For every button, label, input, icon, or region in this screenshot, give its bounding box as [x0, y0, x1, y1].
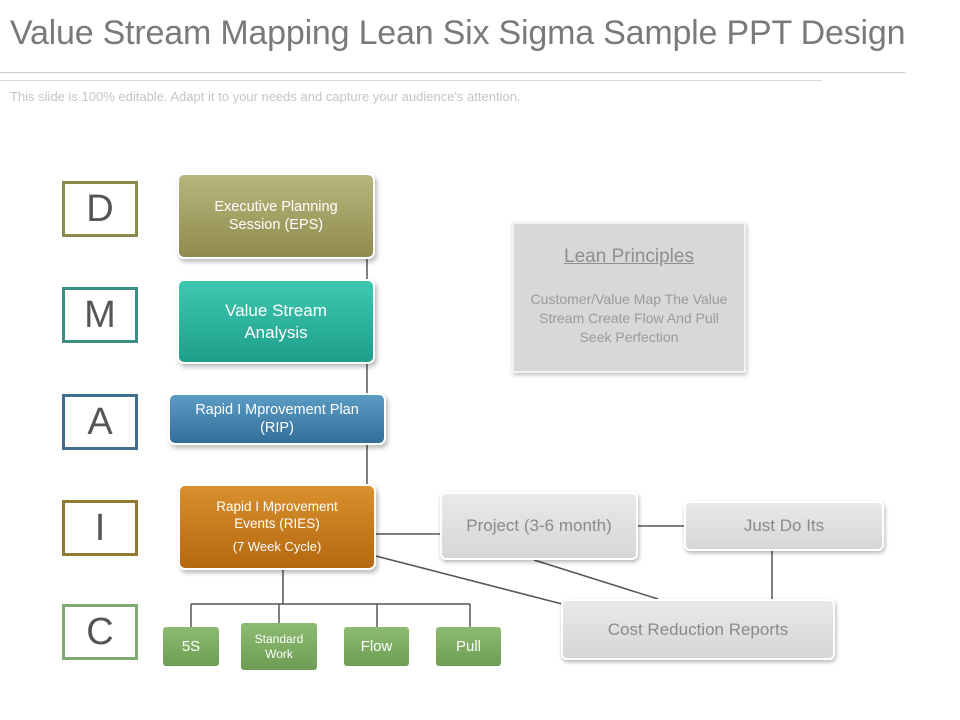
- project-box: Project (3-6 month): [440, 492, 638, 560]
- title-divider-secondary: [0, 80, 822, 81]
- rapid-improvement-events-label: Rapid I Mprovement Events (RIES): [216, 499, 338, 531]
- rapid-improvement-events-box: Rapid I Mprovement Events (RIES) (7 Week…: [178, 484, 376, 570]
- title-divider: [0, 72, 905, 73]
- tool-5s-box: 5S: [163, 627, 219, 666]
- just-do-its-box: Just Do Its: [684, 501, 884, 551]
- dmaic-letter-c: C: [62, 604, 138, 660]
- rapid-improvement-plan-label: Rapid I Mprovement Plan (RIP): [195, 401, 359, 436]
- dmaic-letter-d: D: [62, 181, 138, 237]
- connector-ries-cost: [375, 555, 563, 605]
- dmaic-letter-i: I: [62, 500, 138, 556]
- value-stream-analysis-label: Value Stream Analysis: [225, 301, 327, 342]
- lean-principles-body: Customer/Value Map The Value Stream Crea…: [530, 291, 728, 345]
- tool-flow-box: Flow: [344, 627, 409, 666]
- value-stream-analysis-box: Value Stream Analysis: [177, 279, 375, 364]
- dmaic-letter-a: A: [62, 394, 138, 450]
- lean-principles-title: Lean Principles: [564, 246, 694, 267]
- tool-pull-box: Pull: [436, 627, 501, 666]
- executive-planning-session-label: Executive Planning Session (EPS): [214, 198, 338, 233]
- rapid-improvement-events-cycle: (7 Week Cycle): [232, 538, 322, 554]
- executive-planning-session-box: Executive Planning Session (EPS): [177, 173, 375, 259]
- page-subtitle: This slide is 100% editable. Adapt it to…: [10, 89, 521, 104]
- lean-principles-panel: Lean Principles Customer/Value Map The V…: [512, 222, 746, 373]
- dmaic-letter-m: M: [62, 287, 138, 343]
- connector-project-cost: [533, 559, 659, 600]
- rapid-improvement-plan-box: Rapid I Mprovement Plan (RIP): [168, 393, 386, 445]
- page-title: Value Stream Mapping Lean Six Sigma Samp…: [10, 14, 906, 52]
- cost-reduction-reports-box: Cost Reduction Reports: [561, 599, 835, 660]
- tool-standard-work-box: Standard Work: [241, 623, 317, 670]
